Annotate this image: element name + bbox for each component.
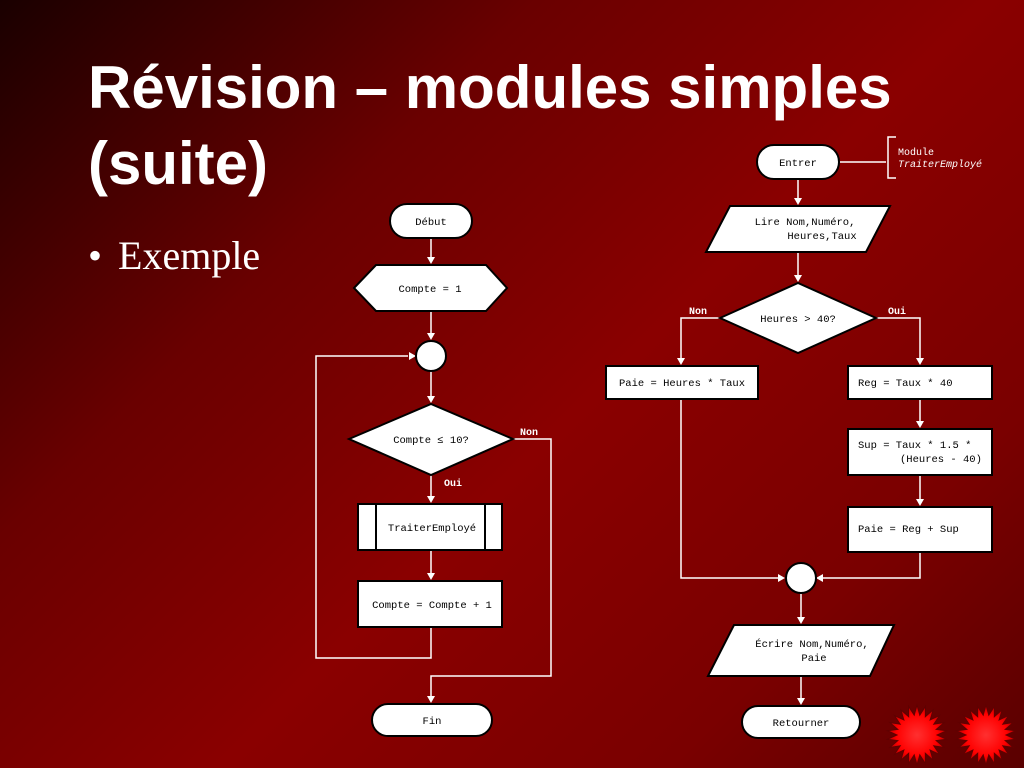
sup-text-2: (Heures - 40) [900, 454, 982, 466]
pay-simple-text: Paie = Heures * Taux [619, 378, 745, 390]
main-flowchart: Début Compte = 1 Compte ≤ 10? Non Oui Tr… [315, 203, 552, 737]
start-text: Début [415, 217, 447, 229]
merge-connector [785, 562, 817, 594]
condition-text: Compte ≤ 10? [393, 435, 469, 447]
increment-text: Compte = Compte + 1 [372, 600, 492, 612]
slide-title: Révision – modules simples (suite) [88, 50, 968, 202]
pay-total-node [847, 506, 993, 553]
enter-node [756, 144, 840, 180]
module-condition-node [717, 281, 879, 355]
annotation-line-2: TraiterEmployé [898, 159, 982, 171]
start-node [389, 203, 473, 239]
init-node [352, 264, 509, 312]
starburst-icon[interactable] [885, 703, 949, 767]
title-line-2: (suite) [88, 130, 268, 197]
pay-total-text: Paie = Reg + Sup [858, 524, 959, 536]
write-text-2: Paie [801, 653, 826, 665]
yes-label-module: Oui [888, 306, 906, 318]
title-line-1: Révision – modules simples [88, 54, 892, 121]
read-text-1: Lire Nom,Numéro, [755, 217, 856, 229]
return-text: Retourner [773, 718, 830, 730]
enter-text: Entrer [779, 158, 817, 170]
annotation-line-1: Module [898, 147, 934, 159]
bullet-item: • Exemple [88, 232, 260, 279]
write-node [706, 624, 896, 677]
yes-label-main: Oui [444, 478, 462, 490]
sup-text-1: Sup = Taux * 1.5 * [858, 440, 971, 452]
sup-node [847, 428, 993, 476]
no-label-main: Non [520, 428, 538, 439]
pay-simple-node [605, 365, 759, 400]
init-text: Compte = 1 [398, 284, 461, 296]
starburst-icon[interactable] [954, 703, 1018, 767]
write-text-1: Écrire Nom,Numéro, [755, 637, 868, 651]
bullet-dot: • [88, 233, 103, 278]
end-node [371, 703, 493, 737]
reg-node [847, 365, 993, 400]
loop-connector [415, 340, 447, 372]
call-text: TraiterEmployé [388, 523, 476, 535]
end-text: Fin [423, 716, 442, 728]
read-text-2: Heures,Taux [787, 231, 856, 243]
read-node [704, 205, 892, 253]
increment-node [357, 580, 503, 628]
no-label-module: Non [689, 307, 707, 318]
return-node [741, 705, 861, 739]
bullet-text: Exemple [118, 233, 261, 278]
module-condition-text: Heures > 40? [760, 314, 836, 326]
condition-node [346, 402, 516, 477]
reg-text: Reg = Taux * 40 [858, 378, 953, 390]
module-flowchart: Module TraiterEmployé Entrer Lire Nom,Nu… [605, 136, 993, 739]
call-node [357, 503, 503, 551]
